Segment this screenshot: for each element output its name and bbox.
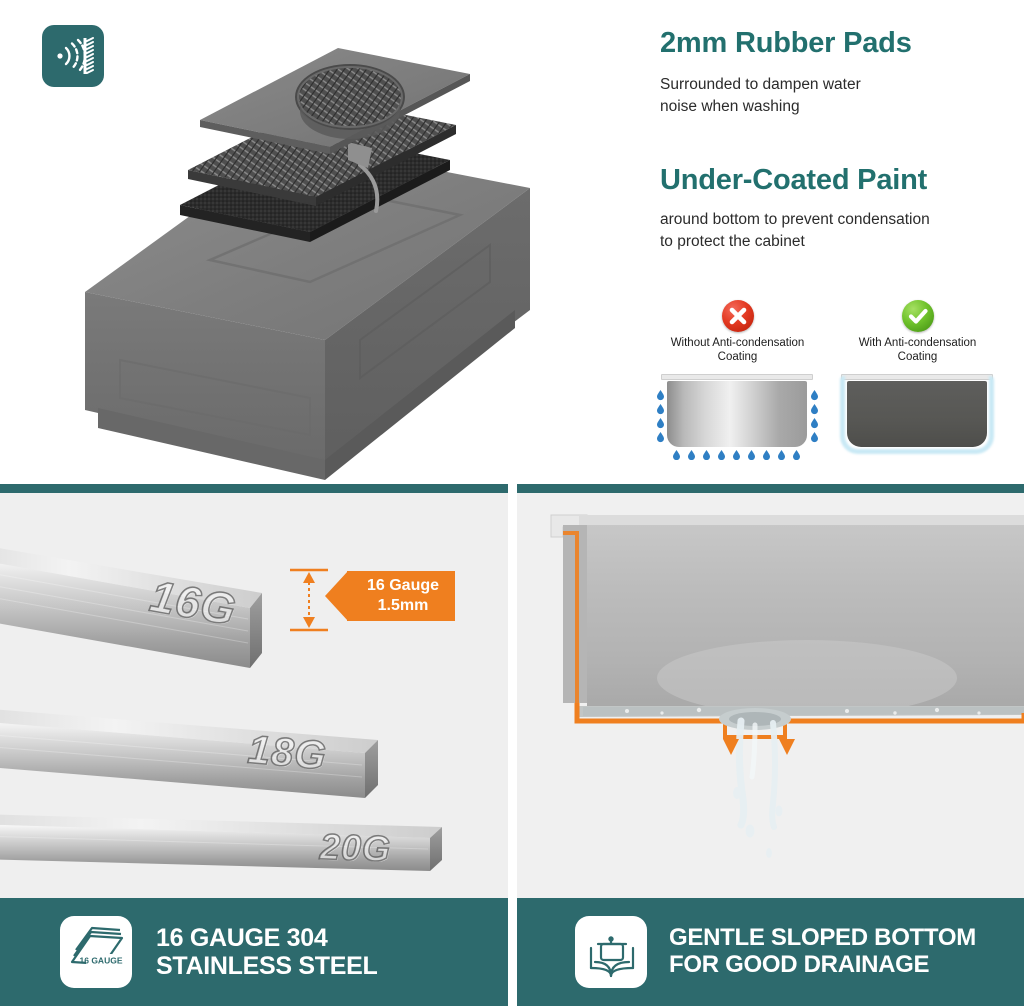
steel-plates-illustration	[0, 548, 442, 871]
feature-2-heading: Under-Coated Paint	[660, 163, 928, 196]
callout-arrow-tip	[325, 571, 348, 621]
feature-1-body-line-1: Surrounded to dampen water	[660, 75, 861, 93]
plate-20g-label: 20G	[319, 825, 393, 870]
banner-right-line-2: FOR GOOD DRAINAGE	[669, 951, 930, 978]
top-section: 2mm Rubber Pads Surrounded to dampen wat…	[0, 0, 1024, 482]
drain-flow-arrows	[723, 739, 795, 755]
steel-icon-label: 16 GAUGE	[80, 956, 123, 966]
uncoated-sink-illustration	[655, 373, 820, 460]
condensation-droplets	[657, 389, 818, 460]
comparison-without-coating: Without Anti-condensation Coating	[655, 300, 820, 460]
banner-left-text: 16 GAUGE 304 STAINLESS STEEL	[156, 924, 378, 980]
sloped-bottom-panel	[517, 493, 1024, 898]
comparison-with-coating: With Anti-condensation Coating	[835, 300, 1000, 460]
plate-18g	[0, 709, 378, 798]
with-coating-line-2: Coating	[897, 351, 938, 364]
banner-sloped-bottom: GENTLE SLOPED BOTTOM FOR GOOD DRAINAGE	[517, 898, 1024, 1006]
callout-body	[347, 571, 455, 621]
feature-2-body: around bottom to prevent condensation to…	[660, 209, 1010, 254]
protective-glow	[840, 375, 994, 454]
check-mark-badge	[901, 300, 934, 332]
banner-right-line-1: GENTLE SLOPED BOTTOM	[669, 924, 976, 952]
pot-on-sloped-bottom-icon	[575, 916, 647, 988]
coated-basin	[847, 380, 987, 447]
bare-steel-basin	[667, 380, 807, 447]
panel-divider-gap	[508, 484, 517, 1006]
x-mark-badge	[721, 300, 754, 332]
feature-2-body-line-2: to protect the cabinet	[660, 233, 805, 251]
plate-18g-label: 18G	[246, 727, 330, 779]
plate-16g	[0, 548, 262, 668]
anti-condensation-comparison: Without Anti-condensation Coating	[655, 300, 1015, 470]
feature-2-body-line-1: around bottom to prevent condensation	[660, 210, 930, 228]
banner-right-text: GENTLE SLOPED BOTTOM FOR GOOD DRAINAGE	[669, 924, 976, 979]
callout-text: 16 Gauge 1.5mm	[351, 576, 455, 615]
feature-copy-column: 2mm Rubber Pads Surrounded to dampen wat…	[660, 27, 1010, 254]
sink-drainage-illustration	[550, 514, 1024, 858]
sink-rim	[661, 373, 813, 380]
sound-dampening-icon	[42, 25, 104, 87]
gauge-callout: 16 Gauge 1.5mm	[325, 571, 455, 621]
gauge-comparison-panel: 16G 18G 20G	[0, 493, 508, 898]
steel-sheets-icon: 16 GAUGE	[60, 916, 132, 988]
thickness-measure-arrow	[288, 566, 330, 634]
product-render-sink-with-pads	[60, 10, 620, 480]
comparison-without-coating-label: Without Anti-condensation Coating	[655, 336, 820, 365]
with-coating-line-1: With Anti-condensation	[858, 337, 977, 349]
coated-sink-illustration	[835, 373, 1000, 460]
banner-left-line-1: 16 GAUGE 304	[156, 924, 328, 952]
callout-line-1: 16 Gauge	[366, 577, 440, 594]
plate-20g	[0, 814, 442, 871]
feature-1-heading: 2mm Rubber Pads	[660, 27, 912, 59]
without-coating-line-2: Coating	[717, 351, 758, 364]
banner-16-gauge-steel: 16 GAUGE 16 GAUGE 304 STAINLESS STEEL	[0, 898, 508, 1006]
feature-1-body-line-2: noise when washing	[660, 98, 800, 116]
banner-left-line-2: STAINLESS STEEL	[156, 952, 378, 980]
without-coating-line-1: Without Anti-condensation	[670, 337, 805, 349]
feature-1-body: Surrounded to dampen water noise when wa…	[660, 74, 1010, 119]
comparison-with-coating-label: With Anti-condensation Coating	[835, 336, 1000, 365]
callout-line-2: 1.5mm	[377, 596, 429, 614]
